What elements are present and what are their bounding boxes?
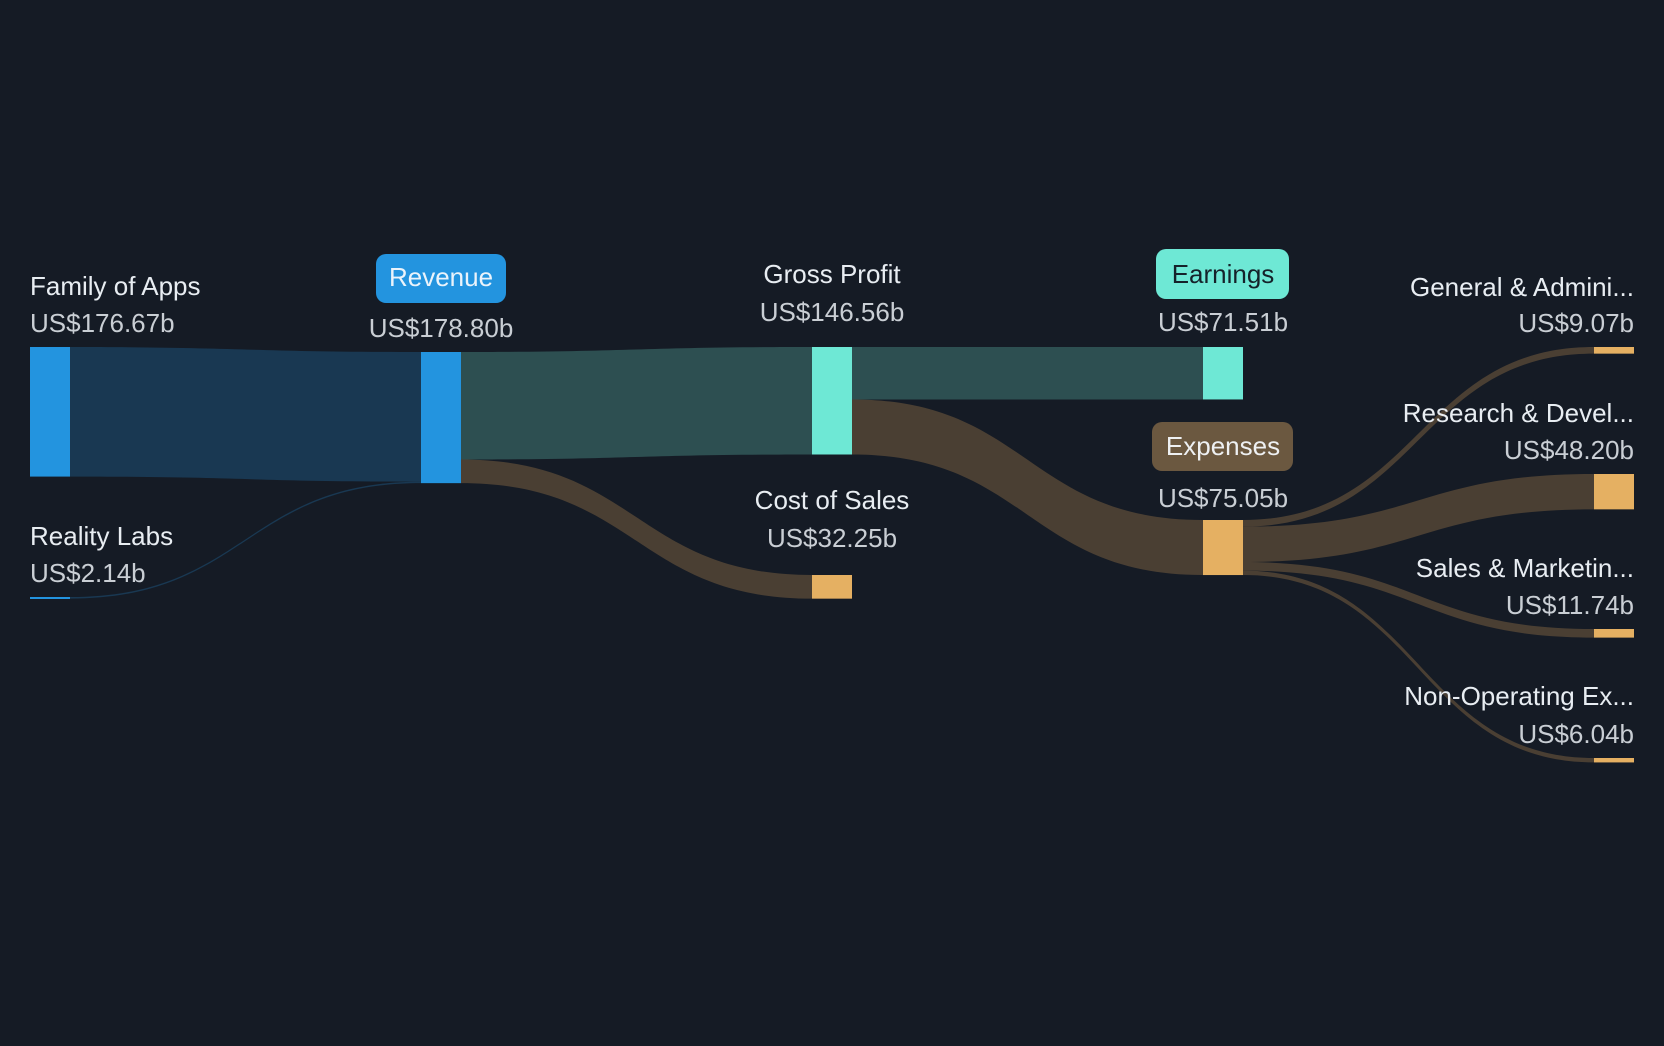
label-group-sales_marketing: Sales & Marketin... US$11.74b: [1416, 553, 1634, 620]
revenue-label: Revenue: [389, 262, 493, 292]
research_dev-value-label: US$48.20b: [1504, 435, 1634, 465]
node-earnings[interactable]: [1203, 347, 1243, 400]
node-non_operating[interactable]: [1594, 758, 1634, 763]
gross_profit-label: Gross Profit: [763, 259, 901, 289]
label-group-non_operating: Non-Operating Ex... US$6.04b: [1404, 681, 1634, 749]
family_of_apps-label: Family of Apps: [30, 271, 201, 301]
node-sales_marketing[interactable]: [1594, 629, 1634, 638]
sales_marketing-value-label: US$11.74b: [1506, 590, 1634, 620]
earnings-value-label: US$71.51b: [1158, 307, 1288, 337]
expenses-label: Expenses: [1166, 431, 1280, 461]
general_admin-value-label: US$9.07b: [1518, 308, 1634, 338]
earnings-badge: [1156, 249, 1289, 299]
revenue-badge: [376, 254, 506, 303]
links-layer: [70, 347, 1594, 763]
cost_of_sales-value-label: US$32.25b: [767, 523, 897, 553]
label-group-general_admin: General & Admini... US$9.07b: [1410, 272, 1634, 338]
node-revenue[interactable]: [421, 352, 461, 484]
family_of_apps-value-label: US$176.67b: [30, 308, 175, 338]
label-group-research_dev: Research & Devel... US$48.20b: [1403, 398, 1634, 465]
earnings-label: Earnings: [1172, 259, 1275, 289]
node-general_admin[interactable]: [1594, 347, 1634, 354]
non_operating-value-label: US$6.04b: [1518, 719, 1634, 749]
link-gross_profit-to-earnings[interactable]: [852, 347, 1203, 400]
link-expenses-to-sales_marketing[interactable]: [1243, 562, 1594, 638]
link-expenses-to-research_dev[interactable]: [1243, 474, 1594, 563]
sales_marketing-label: Sales & Marketin...: [1416, 553, 1634, 583]
reality_labs-label: Reality Labs: [30, 521, 173, 551]
non_operating-label: Non-Operating Ex...: [1404, 681, 1634, 711]
expenses-value-label: US$75.05b: [1158, 483, 1288, 513]
revenue-value-label: US$178.80b: [369, 313, 514, 343]
expenses-badge: [1152, 422, 1293, 471]
reality_labs-value-label: US$2.14b: [30, 558, 146, 588]
general_admin-label: General & Admini...: [1410, 272, 1634, 302]
research_dev-label: Research & Devel...: [1403, 398, 1634, 428]
node-family_of_apps[interactable]: [30, 347, 70, 477]
node-expenses[interactable]: [1203, 520, 1243, 576]
link-family_of_apps-to-revenue[interactable]: [70, 347, 421, 482]
link-reality_labs-to-revenue[interactable]: [70, 481, 421, 599]
node-gross_profit[interactable]: [812, 347, 852, 455]
link-revenue-to-gross_profit[interactable]: [461, 347, 812, 460]
link-revenue-to-cost_of_sales[interactable]: [461, 459, 812, 599]
link-expenses-to-general_admin[interactable]: [1243, 347, 1594, 527]
link-expenses-to-non_operating[interactable]: [1243, 570, 1594, 763]
gross_profit-value-label: US$146.56b: [760, 297, 905, 327]
link-gross_profit-to-expenses[interactable]: [852, 399, 1203, 576]
node-reality_labs[interactable]: [30, 597, 70, 599]
nodes-layer: [30, 347, 1634, 763]
node-research_dev[interactable]: [1594, 474, 1634, 510]
node-cost_of_sales[interactable]: [812, 575, 852, 599]
cost_of_sales-label: Cost of Sales: [755, 485, 910, 515]
